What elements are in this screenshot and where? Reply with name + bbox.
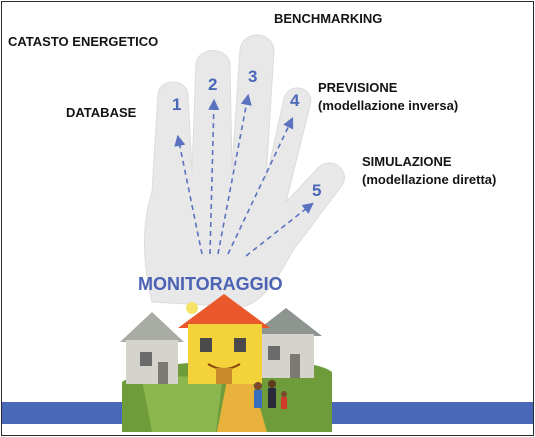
branch-3-label: BENCHMARKING [274, 11, 383, 26]
branch-1-label: DATABASE [66, 105, 137, 120]
branch-4-label: PREVISIONE [318, 80, 398, 95]
branch-5-sublabel: (modellazione diretta) [362, 172, 497, 187]
branch-4-number: 4 [290, 91, 300, 110]
branch-2-number: 2 [208, 75, 218, 94]
family-icon [254, 380, 287, 409]
houses-icon [120, 294, 332, 432]
branch-1-number: 1 [172, 95, 182, 114]
branch-5-number: 5 [312, 181, 322, 200]
branch-4-sublabel: (modellazione inversa) [318, 98, 459, 113]
arrow-1 [174, 134, 203, 255]
arrow-4 [227, 116, 294, 255]
open-hand-icon [144, 34, 345, 308]
branch-2-label: CATASTO ENERGETICO [8, 34, 159, 49]
branch-3-number: 3 [248, 67, 258, 86]
arrow-2 [208, 98, 220, 255]
branch-5-label: SIMULAZIONE [362, 154, 452, 169]
hub-label: MONITORAGGIO [138, 274, 283, 294]
